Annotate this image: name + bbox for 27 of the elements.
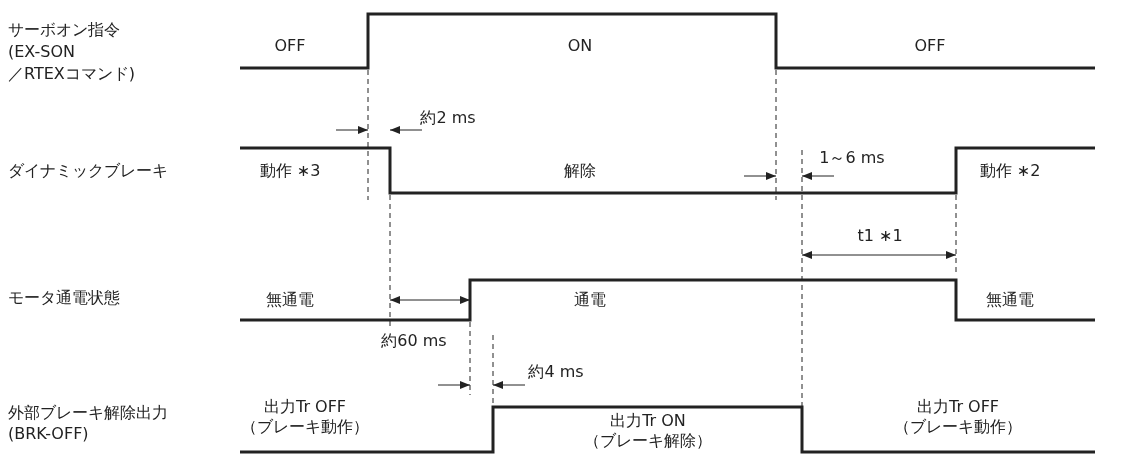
state-label: 動作 ∗3 <box>259 161 321 180</box>
state-label: 出力Tr OFF <box>916 397 1000 416</box>
state-label: 解除 <box>564 161 596 180</box>
time-label: t1 ∗1 <box>857 226 903 245</box>
signal-name: 外部ブレーキ解除出力 <box>8 403 168 422</box>
state-label: OFF <box>274 36 306 55</box>
signal-name: (EX-SON <box>8 42 75 61</box>
time-label: 約4 ms <box>528 362 584 381</box>
state-label: 出力Tr ON <box>610 411 686 430</box>
signal-name: (BRK-OFF) <box>8 424 89 443</box>
time-label: 約2 ms <box>420 108 476 127</box>
time-label: 約60 ms <box>381 331 447 350</box>
state-label: ON <box>567 36 593 55</box>
state-label: （ブレーキ動作） <box>894 417 1022 436</box>
state-label: （ブレーキ解除） <box>584 431 712 450</box>
state-label: （ブレーキ動作） <box>241 417 369 436</box>
state-label: 動作 ∗2 <box>979 161 1041 180</box>
state-label: 通電 <box>574 290 606 309</box>
state-label: 出力Tr OFF <box>263 397 347 416</box>
state-label: 無通電 <box>986 290 1034 309</box>
signal-name: モータ通電状態 <box>8 288 120 307</box>
signal-name: ／RTEXコマンド) <box>8 64 136 83</box>
time-label: 1～6 ms <box>819 148 885 167</box>
state-label: OFF <box>914 36 946 55</box>
signal-name: ダイナミックブレーキ <box>8 161 168 180</box>
state-label: 無通電 <box>266 290 314 309</box>
signal-name: サーボオン指令 <box>8 20 120 39</box>
